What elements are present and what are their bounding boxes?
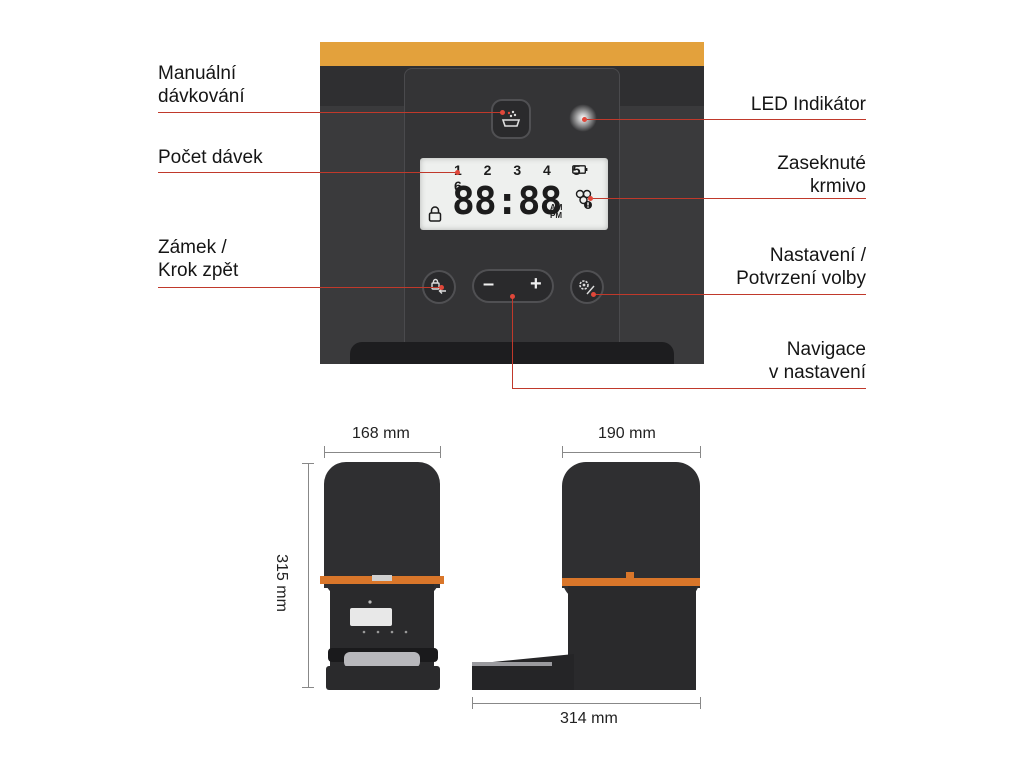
manual-feed-callout-line — [158, 112, 502, 113]
navigation-label: Navigace v nastavení — [700, 338, 866, 384]
gear-icon — [579, 280, 595, 295]
manual-feed-button[interactable] — [493, 101, 529, 137]
side-width-tick-right — [700, 446, 701, 458]
portions-callout-line — [158, 172, 457, 173]
manual-feed-label: Manuální dávkování — [158, 62, 245, 108]
settings-callout-dot — [591, 292, 596, 297]
lock-icon — [428, 206, 442, 222]
settings-confirm-button[interactable] — [572, 272, 602, 302]
minus-button[interactable]: – — [483, 273, 495, 295]
nav-label-line1: Navigace — [786, 339, 866, 360]
pm-text: PM — [550, 211, 562, 220]
am-pm-indicator: AM PM — [550, 204, 562, 220]
lock-back-label: Zámek / Krok zpět — [158, 236, 238, 282]
side-width-line — [562, 452, 700, 453]
depth-label: 314 mm — [560, 710, 618, 727]
height-tick-bottom — [302, 687, 314, 688]
lock-label-line2: Krok zpět — [158, 260, 239, 281]
navigation-callout-dot — [510, 294, 515, 299]
side-view-image — [472, 462, 700, 690]
settings-label-line1: Nastavení / — [769, 245, 866, 266]
led-callout-line — [584, 119, 866, 120]
depth-tick-left — [472, 697, 473, 709]
jam-callout-dot — [588, 196, 593, 201]
lock-callout-dot — [439, 285, 444, 290]
portions-label: Počet dávek — [158, 146, 263, 169]
front-width-tick-right — [440, 446, 441, 458]
manual-feed-label-line2: dávkování — [158, 86, 245, 107]
portions-callout-dot — [455, 170, 460, 175]
plus-button[interactable]: + — [530, 273, 542, 295]
settings-label: Nastavení / Potvrzení volby — [700, 244, 866, 290]
led-label-text: LED Indikátor — [750, 94, 866, 115]
height-tick-top — [302, 463, 314, 464]
nav-label-line2: v nastavení — [768, 362, 866, 383]
side-width-tick-left — [562, 446, 563, 458]
led-callout-dot — [582, 117, 587, 122]
depth-tick-right — [700, 697, 701, 709]
am-text: AM — [550, 203, 563, 212]
front-width-label: 168 mm — [352, 425, 410, 442]
settings-callout-line — [593, 294, 866, 295]
front-view-image — [320, 462, 444, 690]
jam-label-line1: Zaseknuté — [777, 153, 866, 174]
settings-label-line2: Potvrzení volby — [736, 268, 866, 289]
food-jam-icon — [575, 189, 592, 209]
portions-label-text: Počet dávek — [158, 147, 263, 168]
jam-label: Zaseknuté krmivo — [700, 152, 866, 198]
navigation-callout-line — [512, 388, 866, 389]
lcd-time: 88:88 — [452, 179, 562, 223]
feeder-lid — [320, 42, 704, 66]
battery-icon — [572, 165, 588, 174]
side-width-label: 190 mm — [598, 425, 656, 442]
manual-feed-label-line1: Manuální — [158, 63, 237, 84]
led-indicator-label: LED Indikátor — [700, 93, 866, 116]
lock-callout-line — [158, 287, 441, 288]
front-width-tick-left — [324, 446, 325, 458]
lcd-display: 1 2 3 4 5 6 88:88 AM PM — [420, 158, 608, 230]
height-label: 315 mm — [272, 554, 290, 612]
navigation-callout-vline — [512, 296, 513, 388]
manual-feed-callout-dot — [500, 110, 505, 115]
portion-count-indicator: 1 2 3 4 5 6 — [454, 162, 590, 194]
depth-line — [472, 703, 700, 704]
front-width-line — [324, 452, 440, 453]
height-line — [308, 463, 309, 687]
jam-callout-line — [590, 198, 866, 199]
lock-label-line1: Zámek / — [158, 237, 227, 258]
jam-label-line2: krmivo — [810, 176, 866, 197]
bowl-icon — [501, 110, 521, 127]
